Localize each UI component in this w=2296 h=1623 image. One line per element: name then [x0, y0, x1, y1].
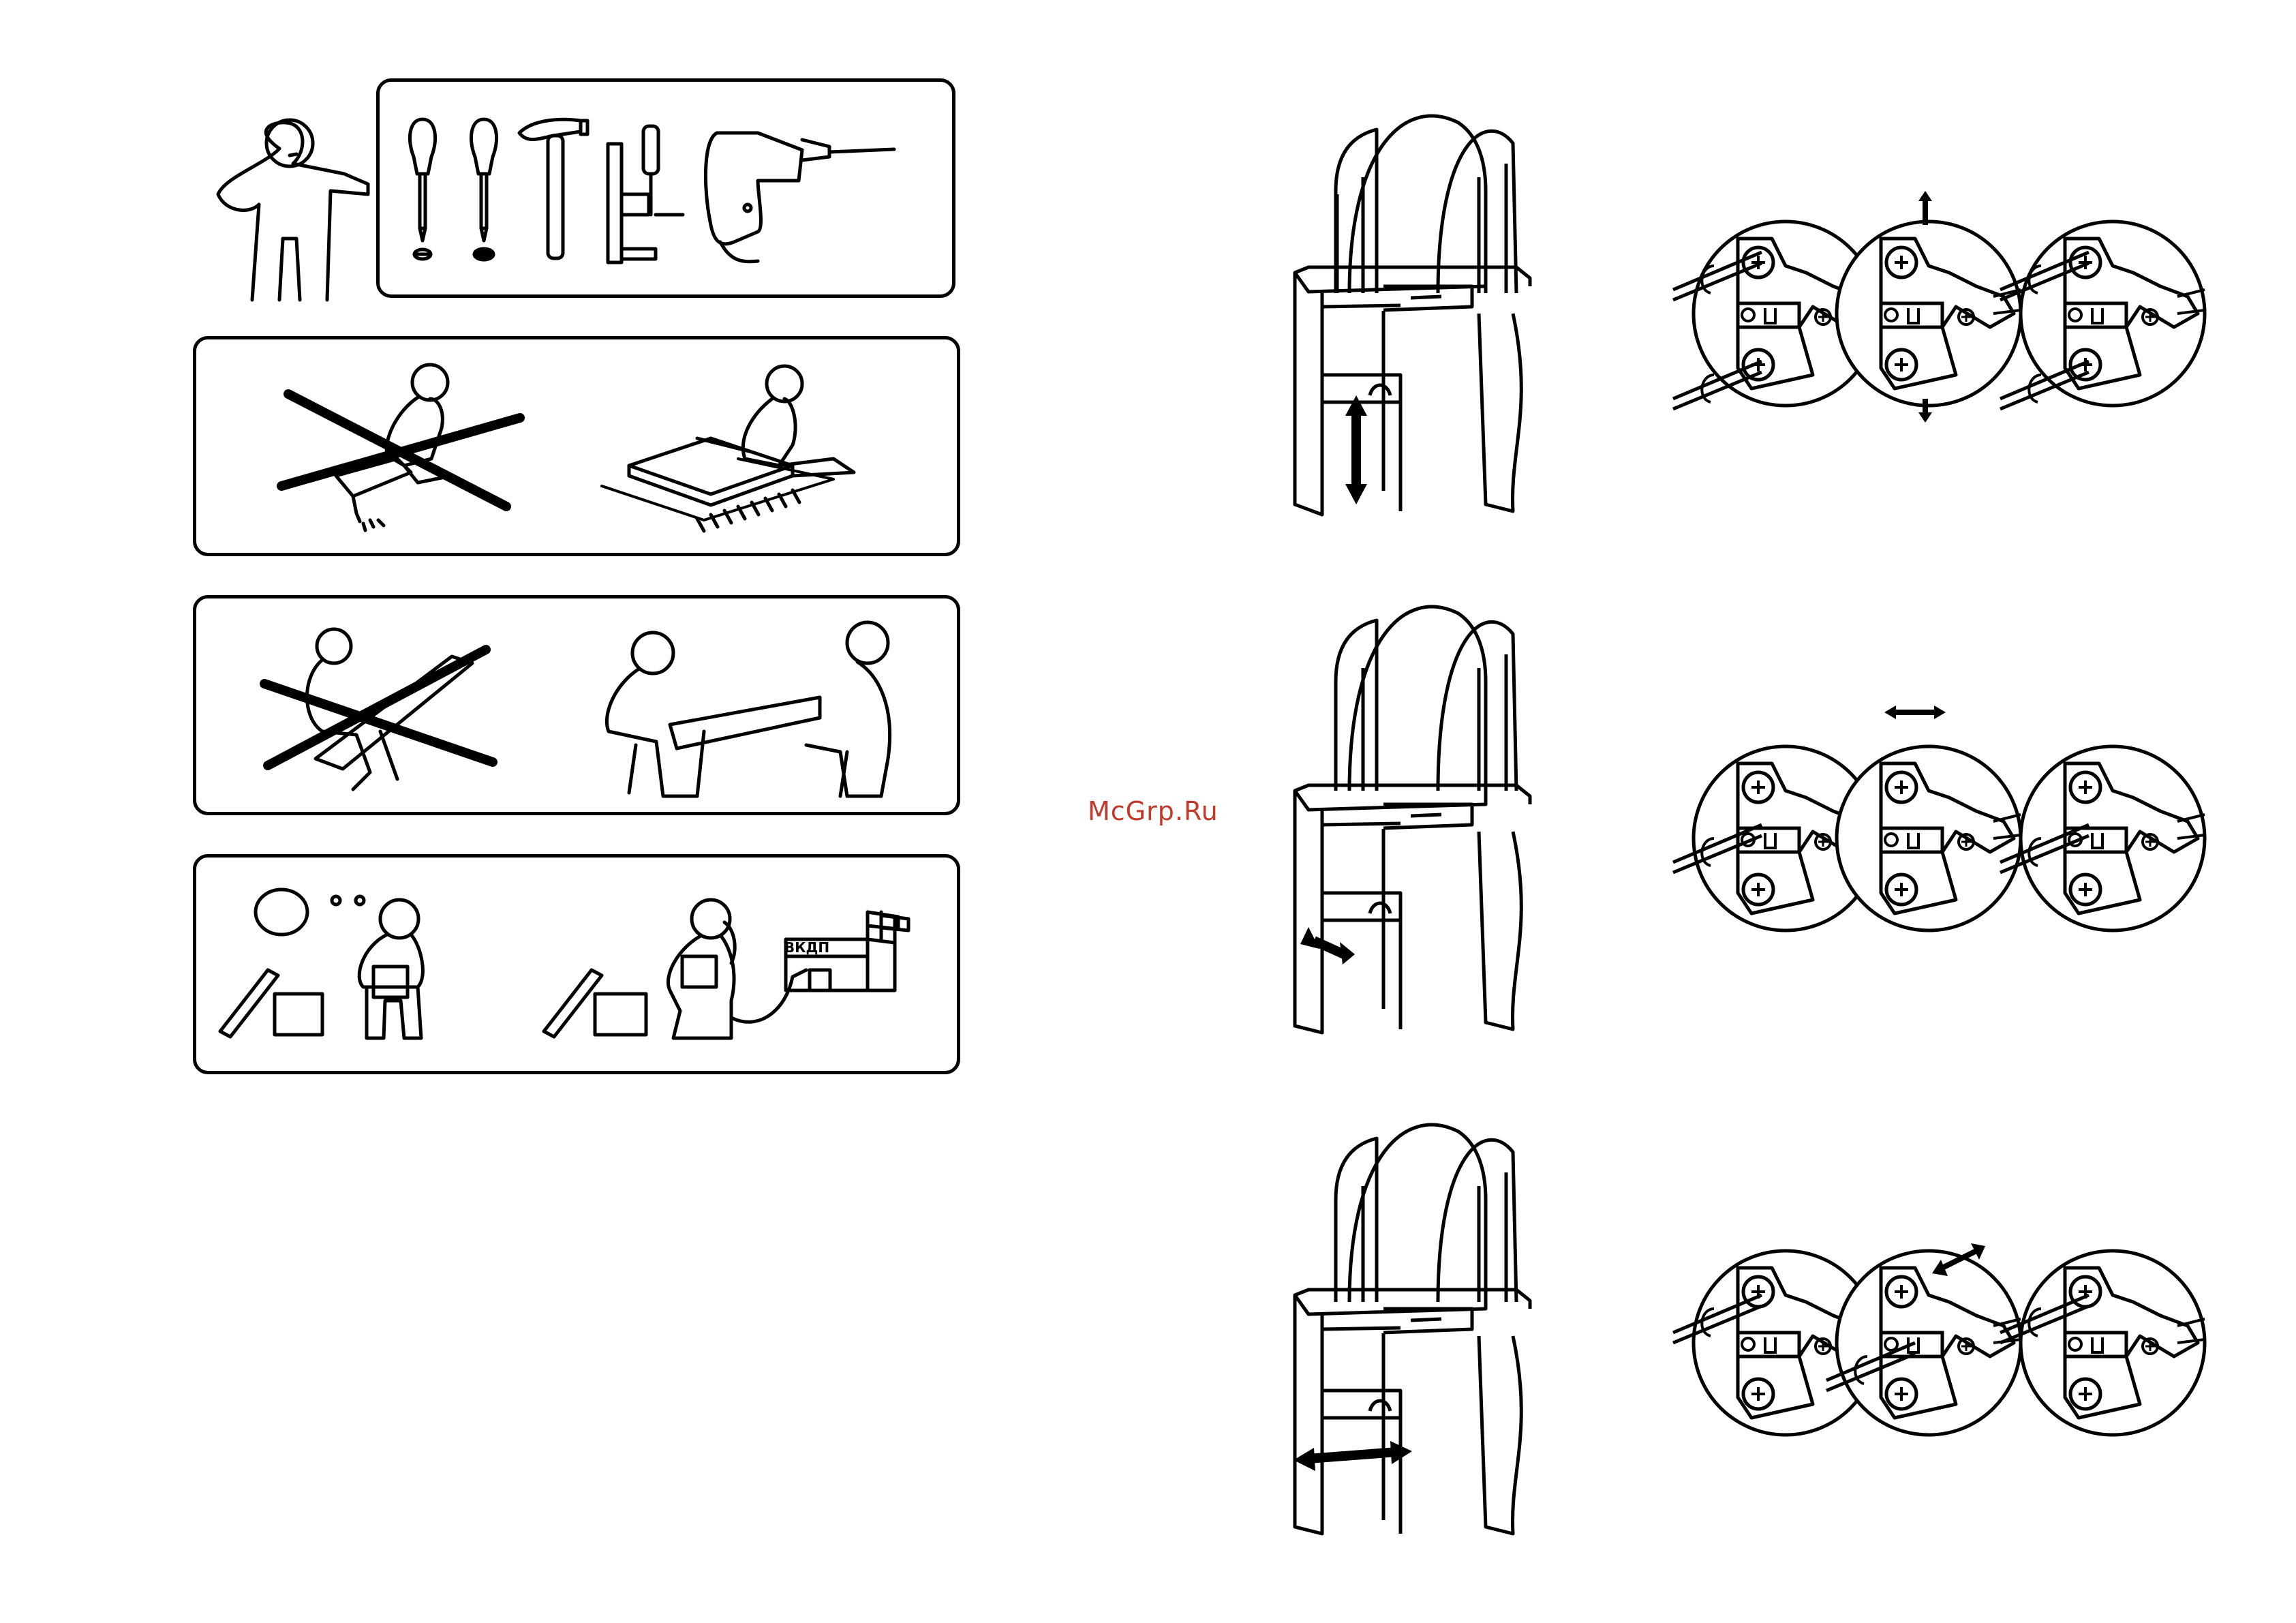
- clamp-icon: [608, 126, 683, 262]
- correct-on-rug-icon: [602, 366, 854, 531]
- flat-screwdriver-icon: [410, 119, 435, 259]
- phillips-screwdriver-icon: [471, 119, 496, 260]
- dressing-table-vertical: [1281, 109, 1527, 518]
- dressing-table-depth: [1281, 593, 1527, 1029]
- hinge-row-side: [1642, 1241, 2242, 1445]
- tools-section: [204, 75, 961, 300]
- help-drawing: ВКДП: [193, 854, 960, 1074]
- diagonal-arrow-icon: [1300, 927, 1355, 965]
- question-bubble-icon: [256, 890, 364, 935]
- dressing-table-side: [1281, 1118, 1527, 1554]
- person-reading-icon: [220, 900, 423, 1038]
- drill-icon: [705, 133, 894, 262]
- hammer-icon: [519, 119, 587, 258]
- hinge-row-vertical: [1642, 211, 2242, 416]
- left-right-arrow-icon: [1294, 1441, 1412, 1471]
- wrong-hard-floor-icon: [281, 365, 520, 530]
- hinge-row-depth: [1642, 736, 2242, 941]
- left-right-small-arrow-icon: [1884, 706, 1946, 719]
- up-down-arrow-icon: [1345, 395, 1367, 504]
- correct-two-person-carry-icon: [607, 622, 889, 796]
- phone-store-icon: [544, 900, 908, 1038]
- watermark: McGrp.Ru: [1088, 796, 1219, 826]
- store-sign: ВКДП: [784, 939, 829, 956]
- tools-drawing: [376, 78, 955, 298]
- wrong-one-person-lift-icon: [264, 629, 493, 789]
- two-person-drawing: [193, 595, 960, 815]
- work-surface-drawing: [193, 336, 960, 556]
